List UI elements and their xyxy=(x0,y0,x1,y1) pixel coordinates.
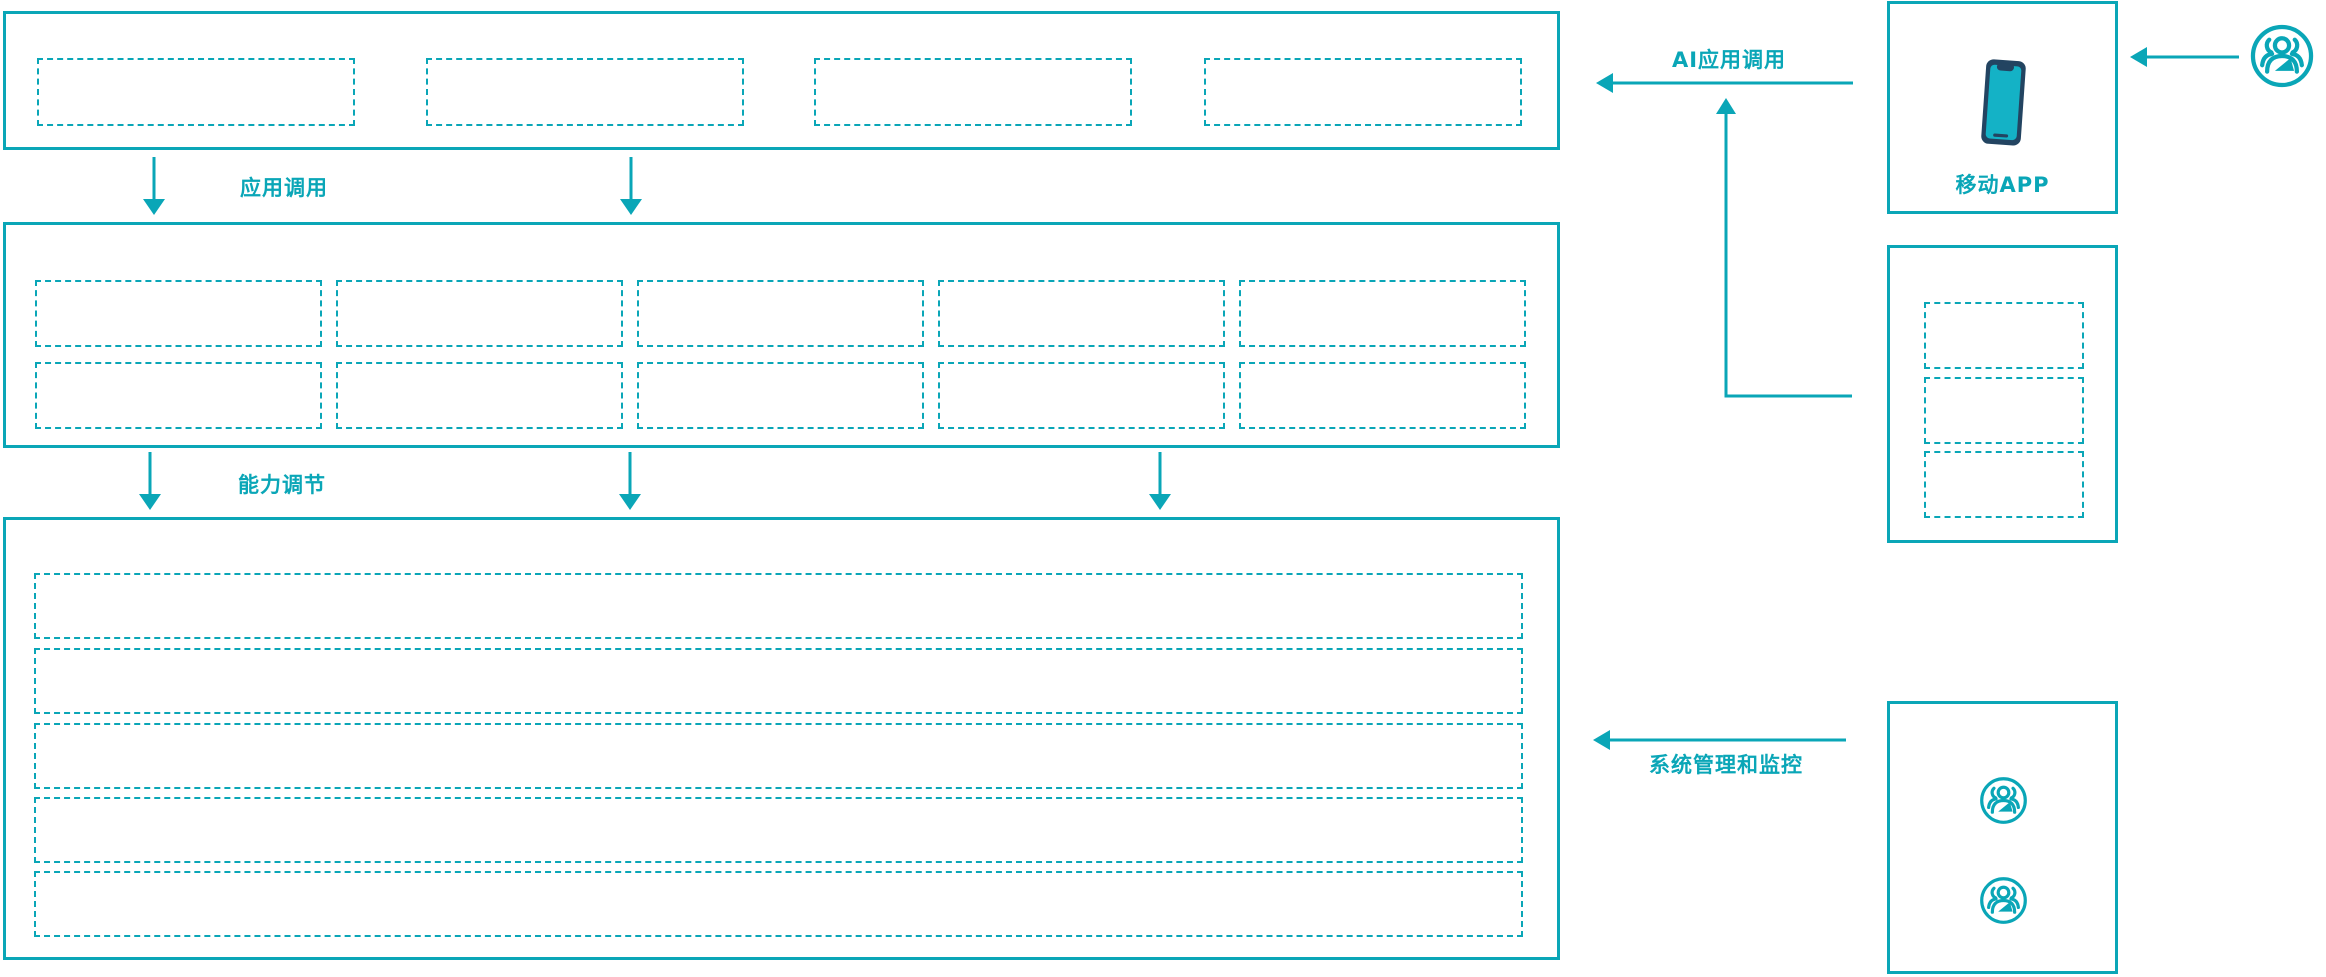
right-middle-box xyxy=(1887,245,2118,543)
placeholder-box xyxy=(426,58,744,126)
ai-call-arrow xyxy=(1596,73,1853,93)
phone-icon xyxy=(1981,59,2026,146)
placeholder-box xyxy=(1924,377,2084,444)
capability-label: 能力调节 xyxy=(238,473,326,497)
placeholder-box xyxy=(637,280,924,347)
placeholder-box xyxy=(938,280,1225,347)
users-icon xyxy=(1980,777,2027,824)
placeholder-row xyxy=(34,871,1523,937)
placeholder-box xyxy=(1204,58,1522,126)
placeholder-box xyxy=(814,58,1132,126)
placeholder-box xyxy=(336,280,623,347)
user-arrow xyxy=(2130,47,2239,67)
down-arrow xyxy=(143,157,165,215)
monitor-arrow xyxy=(1593,730,1846,750)
app-to-top-connector xyxy=(1716,98,1852,398)
placeholder-box xyxy=(1924,451,2084,518)
mobile-app-label: 移动APP xyxy=(1955,173,2050,197)
ai-call-label: AI应用调用 xyxy=(1671,48,1787,72)
placeholder-row xyxy=(34,797,1523,863)
bottom-layer-box xyxy=(3,517,1560,960)
placeholder-row xyxy=(34,648,1523,714)
app-call-label: 应用调用 xyxy=(240,176,328,200)
placeholder-row xyxy=(34,573,1523,639)
users-icon xyxy=(1980,877,2027,924)
placeholder-row xyxy=(34,723,1523,789)
down-arrow xyxy=(620,157,642,215)
down-arrow xyxy=(139,452,161,510)
down-arrow xyxy=(1149,452,1171,510)
placeholder-box xyxy=(1239,280,1526,347)
placeholder-box xyxy=(37,58,355,126)
placeholder-box xyxy=(938,362,1225,429)
placeholder-box xyxy=(637,362,924,429)
user-group-icon xyxy=(2250,24,2314,88)
placeholder-box xyxy=(35,362,322,429)
down-arrow xyxy=(619,452,641,510)
monitor-box xyxy=(1887,701,2118,974)
placeholder-box xyxy=(336,362,623,429)
top-layer-box xyxy=(3,11,1560,150)
middle-layer-box xyxy=(3,222,1560,448)
placeholder-box xyxy=(1239,362,1526,429)
placeholder-box xyxy=(1924,302,2084,369)
placeholder-box xyxy=(35,280,322,347)
monitor-label: 系统管理和监控 xyxy=(1649,753,1803,777)
mobile-app-box: 移动APP xyxy=(1887,1,2118,214)
